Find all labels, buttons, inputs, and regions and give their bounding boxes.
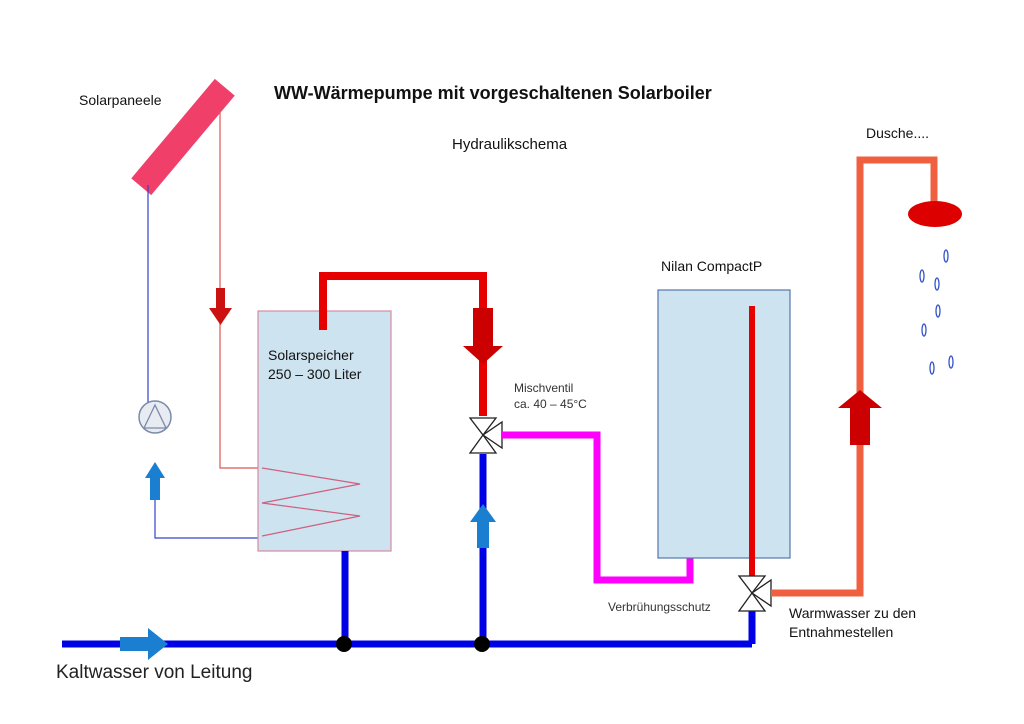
solar-flow-line <box>219 110 262 469</box>
hot-water-label-line2: Entnahmestellen <box>789 624 894 640</box>
shower-head <box>908 201 962 227</box>
scald-protection-valve <box>737 575 772 612</box>
mixing-valve <box>468 417 503 454</box>
hot-flow-arrow <box>463 308 503 364</box>
solar-pump-arrow <box>145 462 165 500</box>
solar-flow-arrow <box>209 288 232 325</box>
diagram-title: WW-Wärmepumpe mit vorgeschaltenen Solarb… <box>274 83 712 103</box>
storage-label-line1: Solarspeicher <box>268 347 354 363</box>
solar-panels-label: Solarpaneele <box>79 92 162 108</box>
diagram-subtitle: Hydraulikschema <box>452 136 568 153</box>
cold-water-label: Kaltwasser von Leitung <box>56 662 253 683</box>
heat-pump-unit <box>657 289 791 559</box>
hot-water-label-line1: Warmwasser zu den <box>789 605 917 621</box>
cold-up-arrow <box>470 504 496 548</box>
solar-return-line-bottom <box>154 470 258 539</box>
junction-tank <box>336 636 352 652</box>
hot-outlet-arrow <box>838 390 882 445</box>
scald-protection-label: Verbrühungsschutz <box>608 600 711 614</box>
mixed-water-pipe <box>502 431 694 584</box>
shower-label: Dusche.... <box>866 125 930 141</box>
junction-mixer <box>474 636 490 652</box>
storage-label-line2: 250 – 300 Liter <box>268 366 362 382</box>
solar-panel <box>131 78 235 196</box>
heat-exchanger-coil <box>261 467 361 537</box>
pump-triangle <box>142 403 168 429</box>
hot-outlet-pipe <box>771 156 938 597</box>
mixing-valve-label-line2: ca. 40 – 45°C <box>514 397 587 411</box>
water-drops <box>919 249 954 375</box>
heat-pump-label: Nilan CompactP <box>661 258 763 274</box>
mixing-valve-label-line1: Mischventil <box>514 381 574 395</box>
cold-inflow-arrow <box>120 628 168 660</box>
solar-pump <box>138 400 172 434</box>
